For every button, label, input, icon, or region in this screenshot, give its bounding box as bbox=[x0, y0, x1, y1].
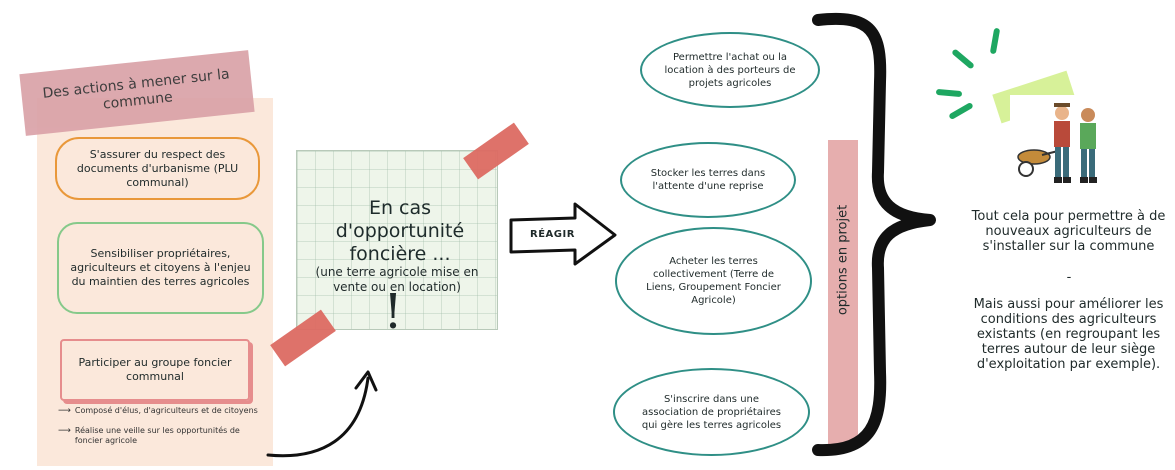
curly-brace-icon bbox=[812, 13, 936, 457]
action-box-land-group: Participer au groupe foncier communal bbox=[60, 339, 250, 401]
react-label: RÉAGIR bbox=[530, 229, 575, 240]
option-collective-purchase: Acheter les terres collectivement (Terre… bbox=[615, 227, 812, 335]
exclamation-icon: ! bbox=[383, 284, 403, 340]
action-box-awareness: Sensibiliser propriétaires, agriculteurs… bbox=[57, 222, 264, 314]
option-store-land: Stocker les terres dans l'attente d'une … bbox=[620, 142, 796, 218]
action-box-urbanism: S'assurer du respect des documents d'urb… bbox=[55, 137, 260, 200]
react-arrow-icon bbox=[509, 202, 617, 266]
separator-dash: - bbox=[1066, 270, 1072, 285]
note-composition: ⟶ Composé d'élus, d'agriculteurs et de c… bbox=[58, 406, 268, 416]
opportunity-note bbox=[296, 150, 498, 330]
farmers-illustration bbox=[1010, 95, 1118, 195]
option-store-land-text: Stocker les terres dans l'attente d'une … bbox=[650, 168, 766, 192]
right-arrow-icon: ⟶ bbox=[58, 406, 71, 416]
goal-existing-farmers: Mais aussi pour améliorer les conditions… bbox=[973, 297, 1164, 372]
action-box-urbanism-text: S'assurer du respect des documents d'urb… bbox=[76, 147, 239, 189]
option-owners-association: S'inscrire dans une association de propr… bbox=[613, 368, 810, 456]
curved-arrow-icon bbox=[266, 370, 378, 458]
ray-icon bbox=[948, 101, 974, 121]
option-purchase-rental-text: Permettre l'achat ou la location à des p… bbox=[664, 51, 796, 89]
note-composition-text: Composé d'élus, d'agriculteurs et de cit… bbox=[74, 406, 258, 415]
option-purchase-rental: Permettre l'achat ou la location à des p… bbox=[640, 32, 820, 108]
action-box-land-group-text: Participer au groupe foncier communal bbox=[78, 356, 232, 383]
left-header: Des actions à mener sur la commune bbox=[41, 66, 231, 113]
options-project-bar bbox=[828, 140, 858, 445]
note-watch-text: Réalise une veille sur les opportunités … bbox=[74, 426, 240, 445]
ray-icon bbox=[989, 27, 1001, 55]
right-arrow-icon: ⟶ bbox=[58, 426, 71, 436]
action-box-awareness-text: Sensibiliser propriétaires, agriculteurs… bbox=[70, 247, 251, 288]
opportunity-subtitle: (une terre agricole mise en vente ou en … bbox=[315, 265, 479, 294]
option-collective-purchase-text: Acheter les terres collectivement (Terre… bbox=[646, 256, 781, 306]
ray-icon bbox=[951, 48, 975, 70]
opportunity-title: En cas d'opportunité foncière ... bbox=[335, 197, 465, 265]
goal-new-farmers: Tout cela pour permettre à de nouveaux a… bbox=[971, 209, 1166, 254]
option-owners-association-text: S'inscrire dans une association de propr… bbox=[641, 393, 782, 431]
note-watch: ⟶ Réalise une veille sur les opportunité… bbox=[58, 426, 268, 446]
